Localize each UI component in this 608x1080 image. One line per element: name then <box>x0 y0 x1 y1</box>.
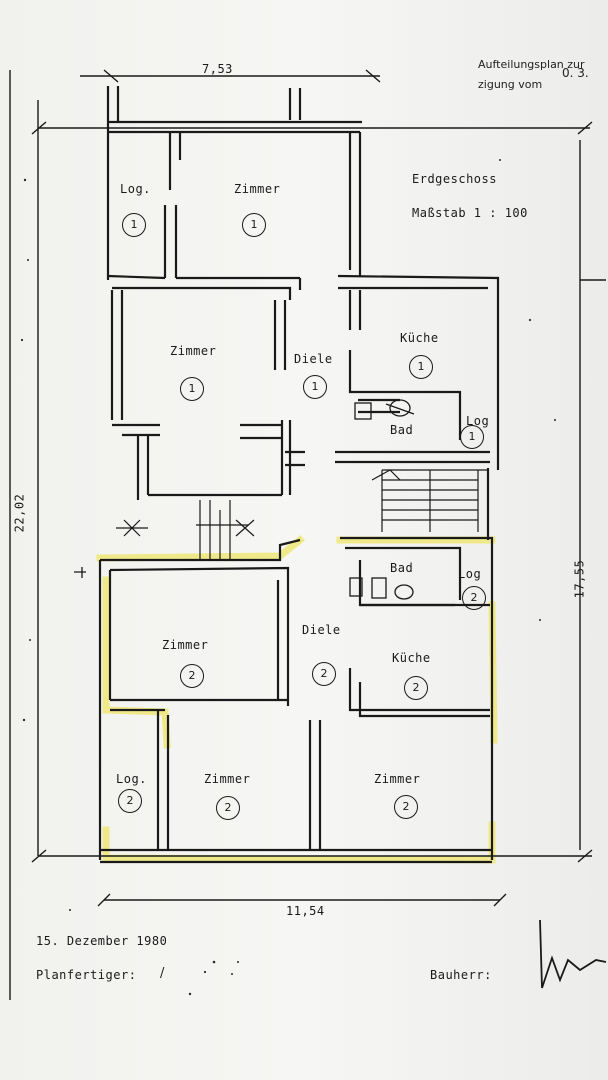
unit-number: 2 <box>216 796 240 820</box>
room-label: Log. <box>120 182 151 196</box>
dimension-lines <box>9 69 606 1000</box>
bauherr-label: Bauherr: <box>430 968 492 982</box>
floor-name: Erdgeschoss <box>412 172 497 186</box>
plan-date: 15. Dezember 1980 <box>36 934 168 948</box>
room-label: Zimmer <box>204 772 251 786</box>
plan-title-line2: zigung vom <box>478 78 543 91</box>
room-label: Küche <box>392 651 431 665</box>
room-label: Bad <box>390 561 414 575</box>
unit-number: 1 <box>460 425 484 449</box>
plan-title-line1: Aufteilungsplan zur <box>478 58 585 71</box>
room-label: Bad <box>390 423 414 437</box>
planfertiger-mark: / <box>160 966 165 981</box>
room-label: Küche <box>400 331 439 345</box>
planfertiger-label: Planfertiger: <box>36 968 137 982</box>
room-label: Log <box>458 567 482 581</box>
unit-number: 2 <box>118 789 142 813</box>
unit-number: 1 <box>409 355 433 379</box>
dimension-right: 17,55 <box>572 559 587 599</box>
plan-walls <box>98 86 500 864</box>
room-label: Zimmer <box>162 638 209 652</box>
dimension-bottom: 11,54 <box>286 904 325 918</box>
unit-number: 2 <box>394 795 418 819</box>
speckle-marks <box>20 159 556 996</box>
unit-number: 1 <box>303 375 327 399</box>
dimension-left: 22,02 <box>12 493 27 533</box>
room-label: Diele <box>302 623 341 637</box>
room-label: Zimmer <box>374 772 421 786</box>
unit-number: 1 <box>180 377 204 401</box>
handwritten-number: 0. 3. <box>562 66 589 80</box>
unit-number: 2 <box>180 664 204 688</box>
room-label: Zimmer <box>234 182 281 196</box>
room-label: Zimmer <box>170 344 217 358</box>
room-label: Diele <box>294 352 333 366</box>
unit-number: 2 <box>462 586 486 610</box>
fixtures <box>74 399 415 600</box>
unit-number: 2 <box>312 662 336 686</box>
unit-number: 1 <box>122 213 146 237</box>
unit-number: 1 <box>242 213 266 237</box>
room-label: Log. <box>116 772 147 786</box>
stairs <box>116 469 488 560</box>
room-label: Log <box>466 414 490 428</box>
unit-number: 2 <box>404 676 428 700</box>
signature <box>539 919 607 989</box>
floor-scale: Maßstab 1 : 100 <box>412 206 528 220</box>
dimension-top: 7,53 <box>202 62 233 76</box>
